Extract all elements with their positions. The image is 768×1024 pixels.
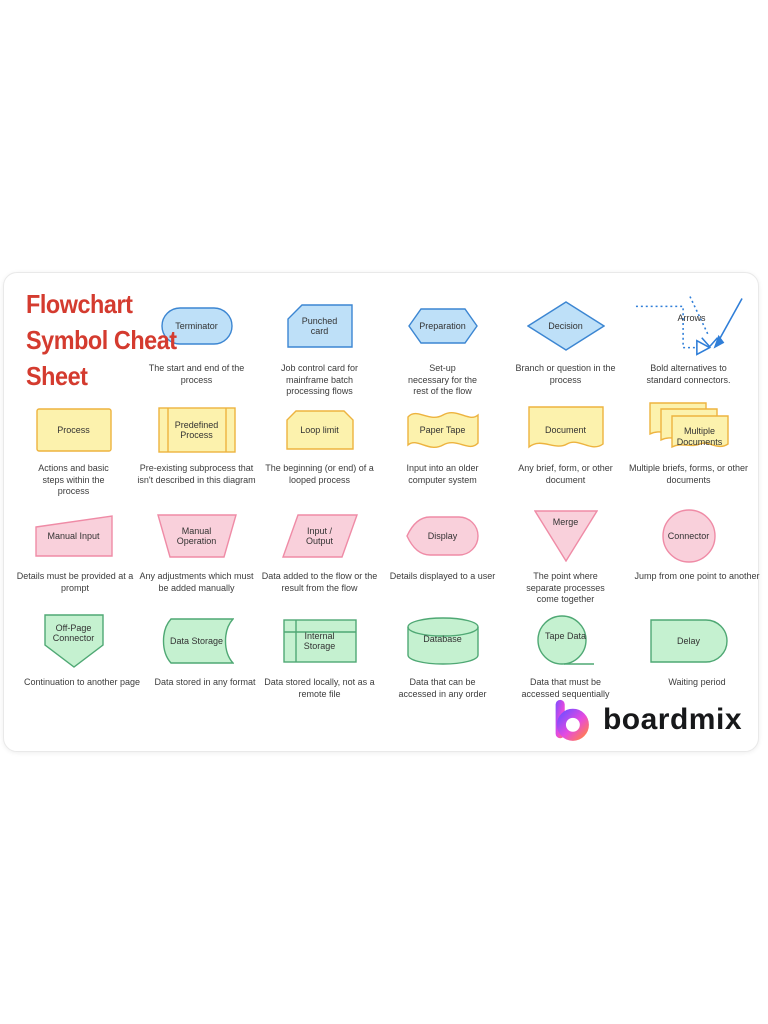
shape-label: Process [57,424,90,435]
symbol-caption: Data that can be accessed in any order [398,677,487,699]
symbol-caption: Details displayed to a user [389,571,496,581]
display-shape-icon: Display [405,516,480,556]
off-page-connector-shape-icon: Off-Page Connector [43,614,104,668]
shape-label: Merge [552,517,579,527]
boardmix-logo: boardmix [547,697,742,743]
shape-label: Manual Operation [176,525,217,546]
shape-label: Paper Tape [419,424,466,435]
shape-label: Delay [676,635,700,646]
symbol-caption: Data that must be accessed sequentially [521,677,610,699]
merge-shape-icon: Merge [533,510,598,563]
manual-operation-shape-icon: Manual Operation [156,514,237,558]
symbol-merge: Merge The point where separate processes… [504,505,627,609]
punched-card-shape-icon: Punched card [286,304,353,348]
input-output-shape-icon: Input / Output [281,514,358,558]
symbol-caption: Waiting period [668,677,726,687]
symbol-caption: The start and end of the process [148,363,245,385]
symbol-caption: Jump from one point to another [634,571,760,581]
tape-data-shape-icon: Tape Data [536,615,596,667]
symbol-arrows: Arrows Bold alternatives to standard con… [627,293,750,401]
manual-input-shape-icon: Manual Input [34,515,113,557]
symbol-caption: Bold alternatives to standard connectors… [646,363,731,385]
shape-label: Arrows [677,313,706,323]
shape-label: Input / Output [305,525,334,546]
symbol-process: Process Actions and basic steps within t… [12,401,135,505]
database-shape-icon: Database [406,617,479,665]
delay-shape-icon: Delay [649,619,728,663]
preparation-shape-icon: Preparation [407,308,478,344]
symbol-document: Document Any brief, form, or other docum… [504,401,627,505]
shape-label: Data Storage [169,635,224,646]
symbol-caption: Multiple briefs, forms, or other documen… [628,463,749,485]
symbol-caption: Any brief, form, or other document [518,463,613,485]
shape-label: Punched card [301,315,338,336]
symbol-manual-operation: Manual Operation Any adjustments which m… [135,505,258,609]
loop-limit-shape-icon: Loop limit [285,410,354,450]
multiple-documents-shape-icon: Multiple Documents [648,402,729,458]
symbol-database: Database Data that can be accessed in an… [381,609,504,719]
shape-label: Predefined Process [174,419,219,440]
terminator-shape-icon: Terminator [160,307,234,345]
symbol-connector: Connector Jump from one point to another [627,505,760,609]
symbol-caption: Job control card for mainframe batch pro… [280,363,359,397]
symbol-off-page-connector: Off-Page Connector Continuation to anoth… [12,609,140,719]
symbol-display: Display Details displayed to a user [381,505,504,609]
connector-shape-icon: Connector [661,509,716,563]
symbol-terminator: Terminator The start and end of the proc… [135,293,258,401]
shape-label: Preparation [419,320,466,331]
predefined-process-shape-icon: Predefined Process [157,407,236,453]
shape-label: Off-Page Connector [52,622,95,643]
symbol-tape-data: Tape Data Data that must be accessed seq… [504,609,627,719]
boardmix-logo-icon [555,699,589,741]
symbol-grid: Terminator The start and end of the proc… [12,293,760,719]
symbol-manual-input: Manual Input Details must be provided at… [12,505,135,609]
symbol-internal-storage: Internal Storage Data stored locally, no… [258,609,381,719]
symbol-caption: Input into an older computer system [406,463,479,485]
document-shape-icon: Document [527,406,604,454]
symbol-caption: Continuation to another page [23,677,141,687]
data-storage-shape-icon: Data Storage [160,618,235,664]
symbol-caption: Data stored locally, not as a remote fil… [264,677,375,699]
symbol-predefined-process: Predefined Process Pre-existing subproce… [135,401,258,505]
shape-label: Multiple Documents [676,426,723,447]
symbol-multiple-documents: Multiple Documents Multiple briefs, form… [627,401,750,505]
symbol-caption: Actions and basic steps within the proce… [38,463,109,497]
symbol-caption: The point where separate processes come … [526,571,605,605]
symbol-caption: Branch or question in the process [515,363,616,385]
symbol-preparation: Preparation Set-up necessary for the res… [381,293,504,401]
cheat-sheet-card: Flowchart Symbol Cheat Sheet Terminator … [3,272,760,752]
page-title: Flowchart Symbol Cheat Sheet [26,289,177,391]
shape-label: Terminator [175,320,218,331]
process-shape-icon: Process [35,408,112,452]
symbol-caption: Details must be provided at a prompt [16,571,134,593]
symbol-paper-tape: Paper Tape Input into an older computer … [381,401,504,505]
decision-shape-icon: Decision [526,301,605,351]
shape-label: Loop limit [300,424,339,435]
shape-label: Tape Data [544,631,587,642]
shape-label: Internal Storage [303,630,336,651]
symbol-caption: The beginning (or end) of a looped proce… [265,463,374,485]
symbol-input-output: Input / Output Data added to the flow or… [258,505,381,609]
symbol-loop-limit: Loop limit The beginning (or end) of a l… [258,401,381,505]
symbol-delay: Delay Waiting period [627,609,750,719]
symbol-caption: Pre-existing subprocess that isn't descr… [137,463,256,485]
internal-storage-shape-icon: Internal Storage [282,619,357,663]
shape-label: Connector [667,530,710,541]
symbol-data-storage: Data Storage Data stored in any format [135,609,258,719]
shape-label: Decision [548,320,583,331]
symbol-decision: Decision Branch or question in the proce… [504,293,627,401]
symbol-punched-card: Punched card Job control card for mainfr… [258,293,381,401]
paper-tape-shape-icon: Paper Tape [406,405,479,455]
symbol-caption: Data added to the flow or the result fro… [261,571,378,593]
boardmix-logo-text: boardmix [602,703,742,736]
shape-label: Database [423,634,462,644]
shape-label: Manual Input [47,530,100,541]
symbol-caption: Set-up necessary for the rest of the flo… [407,363,478,397]
symbol-caption: Any adjustments which must be added manu… [139,571,254,593]
shape-label: Document [544,424,587,435]
arrows-shape-icon: Arrows [634,294,744,358]
shape-label: Display [427,530,458,541]
symbol-caption: Data stored in any format [154,677,256,687]
